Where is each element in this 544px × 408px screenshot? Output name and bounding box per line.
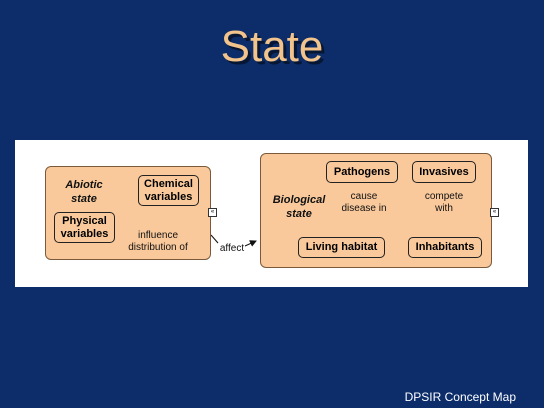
node-chemical-variables[interactable]: Chemical variables — [138, 175, 199, 206]
link-label-compete: compete with — [424, 191, 464, 214]
link-label-cause: cause disease in — [341, 191, 387, 214]
link-label-affect: affect — [219, 243, 245, 254]
node-physical-variables[interactable]: Physical variables — [54, 212, 115, 243]
link-affect-line — [210, 234, 219, 244]
abiotic-state-label: Abiotic state — [65, 179, 103, 205]
link-label-influence: influence distribution of — [128, 230, 188, 253]
node-inhabitants[interactable]: Inhabitants — [408, 237, 482, 258]
footer-caption: DPSIR Concept Map — [404, 390, 516, 404]
collapse-icon[interactable]: « — [490, 208, 499, 217]
slide-title: State — [220, 22, 324, 71]
collapse-icon[interactable]: « — [208, 208, 217, 217]
link-affect-arrow — [244, 240, 257, 247]
node-pathogens[interactable]: Pathogens — [326, 161, 398, 183]
biological-state-label: Biological state — [272, 194, 326, 220]
node-living-habitat[interactable]: Living habitat — [298, 237, 385, 258]
node-invasives[interactable]: Invasives — [412, 161, 476, 183]
concept-map-panel: Abiotic state « Chemical variables Physi… — [15, 140, 528, 287]
